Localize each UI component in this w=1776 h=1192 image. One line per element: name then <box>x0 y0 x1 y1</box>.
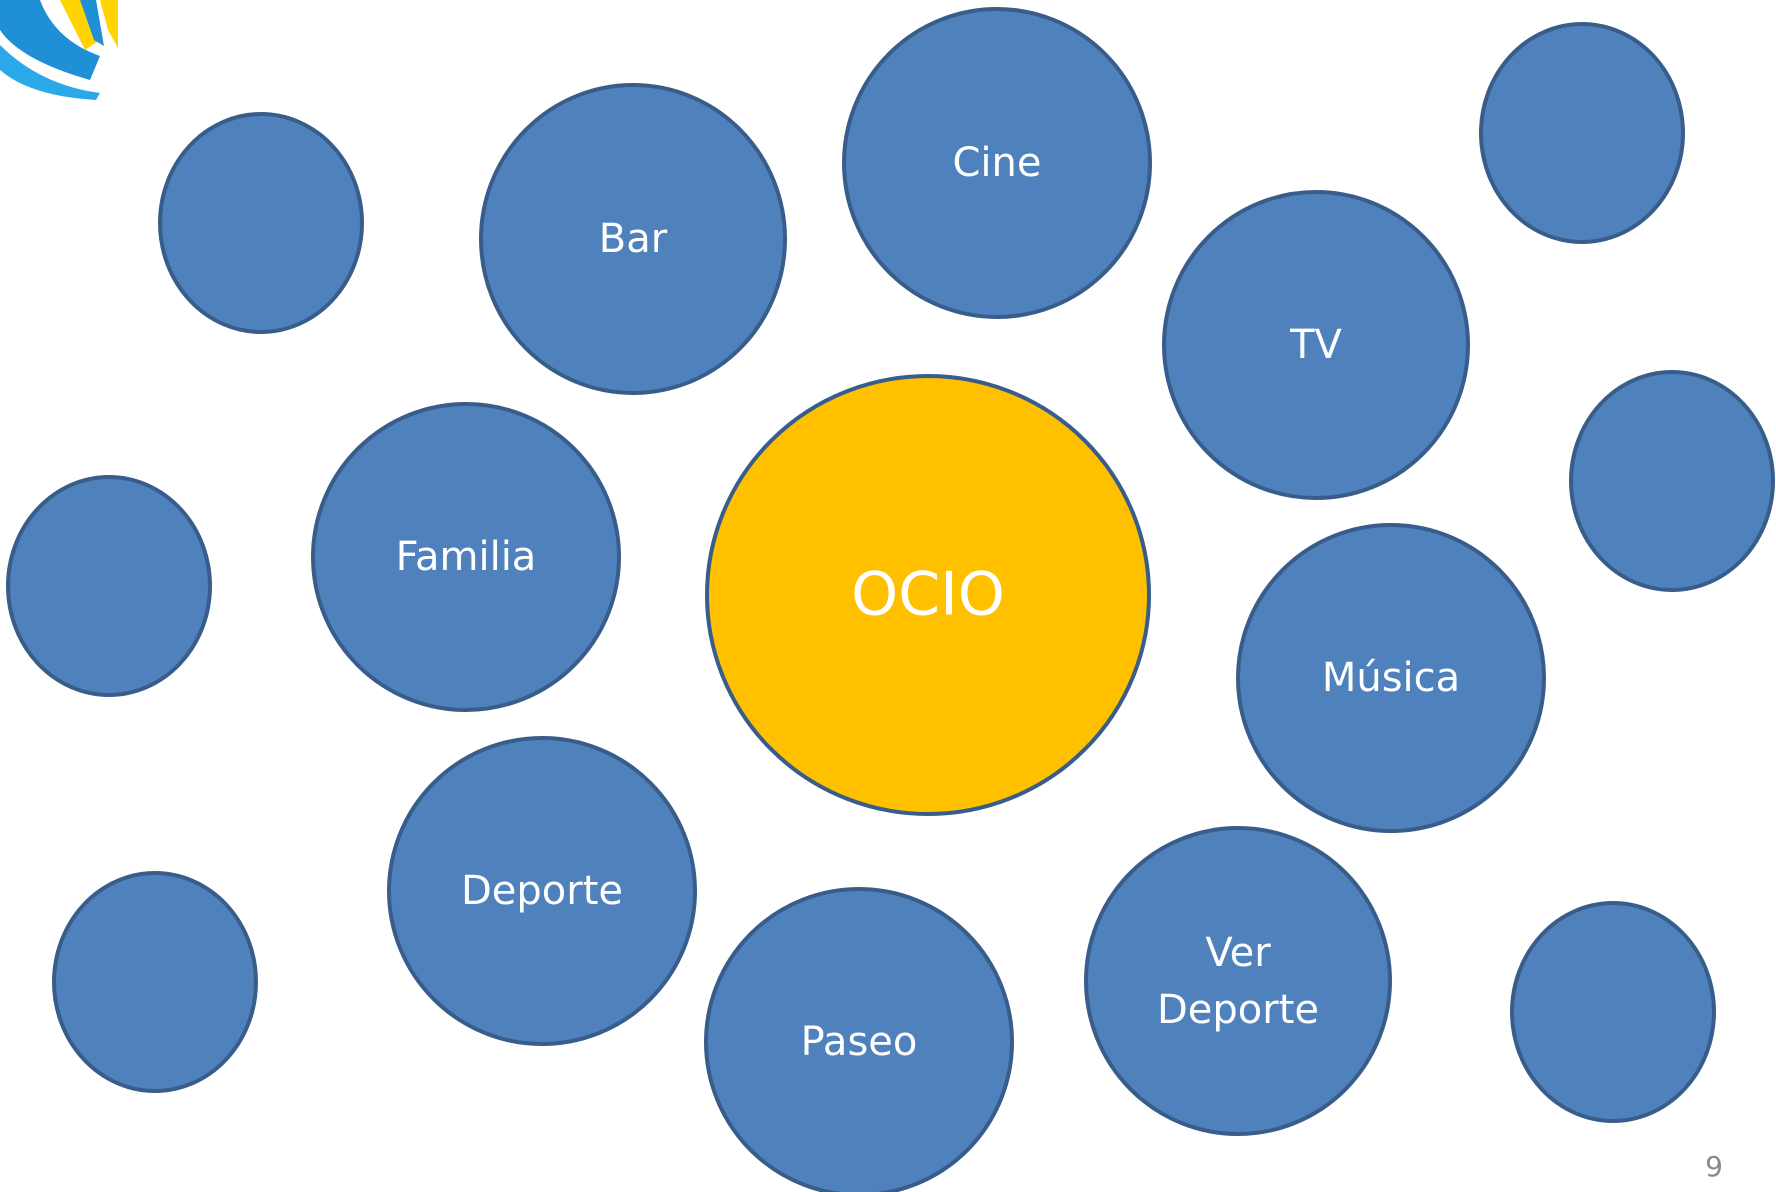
empty-bubble <box>158 112 364 334</box>
empty-bubble <box>52 871 258 1093</box>
topic-label-bar: Bar <box>599 216 668 262</box>
topic-label-ver-deporte-line1: Ver <box>1205 930 1271 976</box>
corner-logo <box>0 0 118 100</box>
topic-label-ver-deporte-line2: Deporte <box>1157 987 1319 1033</box>
empty-bubble <box>1479 22 1685 244</box>
topic-bubble-cine: Cine <box>842 7 1152 319</box>
empty-bubble <box>1510 901 1716 1123</box>
topic-bubble-ver-deporte: Ver Deporte <box>1084 826 1392 1136</box>
topic-label-tv: TV <box>1289 322 1342 368</box>
topic-label-paseo: Paseo <box>801 1019 918 1065</box>
empty-bubble <box>1569 370 1775 592</box>
page-number: 9 <box>1705 1150 1723 1183</box>
topic-label-deporte: Deporte <box>461 868 623 914</box>
center-bubble-ocio: OCIO <box>705 374 1151 816</box>
center-label: OCIO <box>851 560 1005 630</box>
topic-bubble-familia: Familia <box>311 402 621 712</box>
topic-label-musica: Música <box>1322 655 1460 701</box>
topic-bubble-paseo: Paseo <box>704 887 1014 1192</box>
empty-bubble <box>6 475 212 697</box>
topic-bubble-tv: TV <box>1162 190 1470 500</box>
topic-bubble-musica: Música <box>1236 523 1546 833</box>
topic-label-cine: Cine <box>952 140 1041 186</box>
topic-bubble-bar: Bar <box>479 83 787 395</box>
topic-label-familia: Familia <box>396 534 537 580</box>
topic-bubble-deporte: Deporte <box>387 736 697 1046</box>
